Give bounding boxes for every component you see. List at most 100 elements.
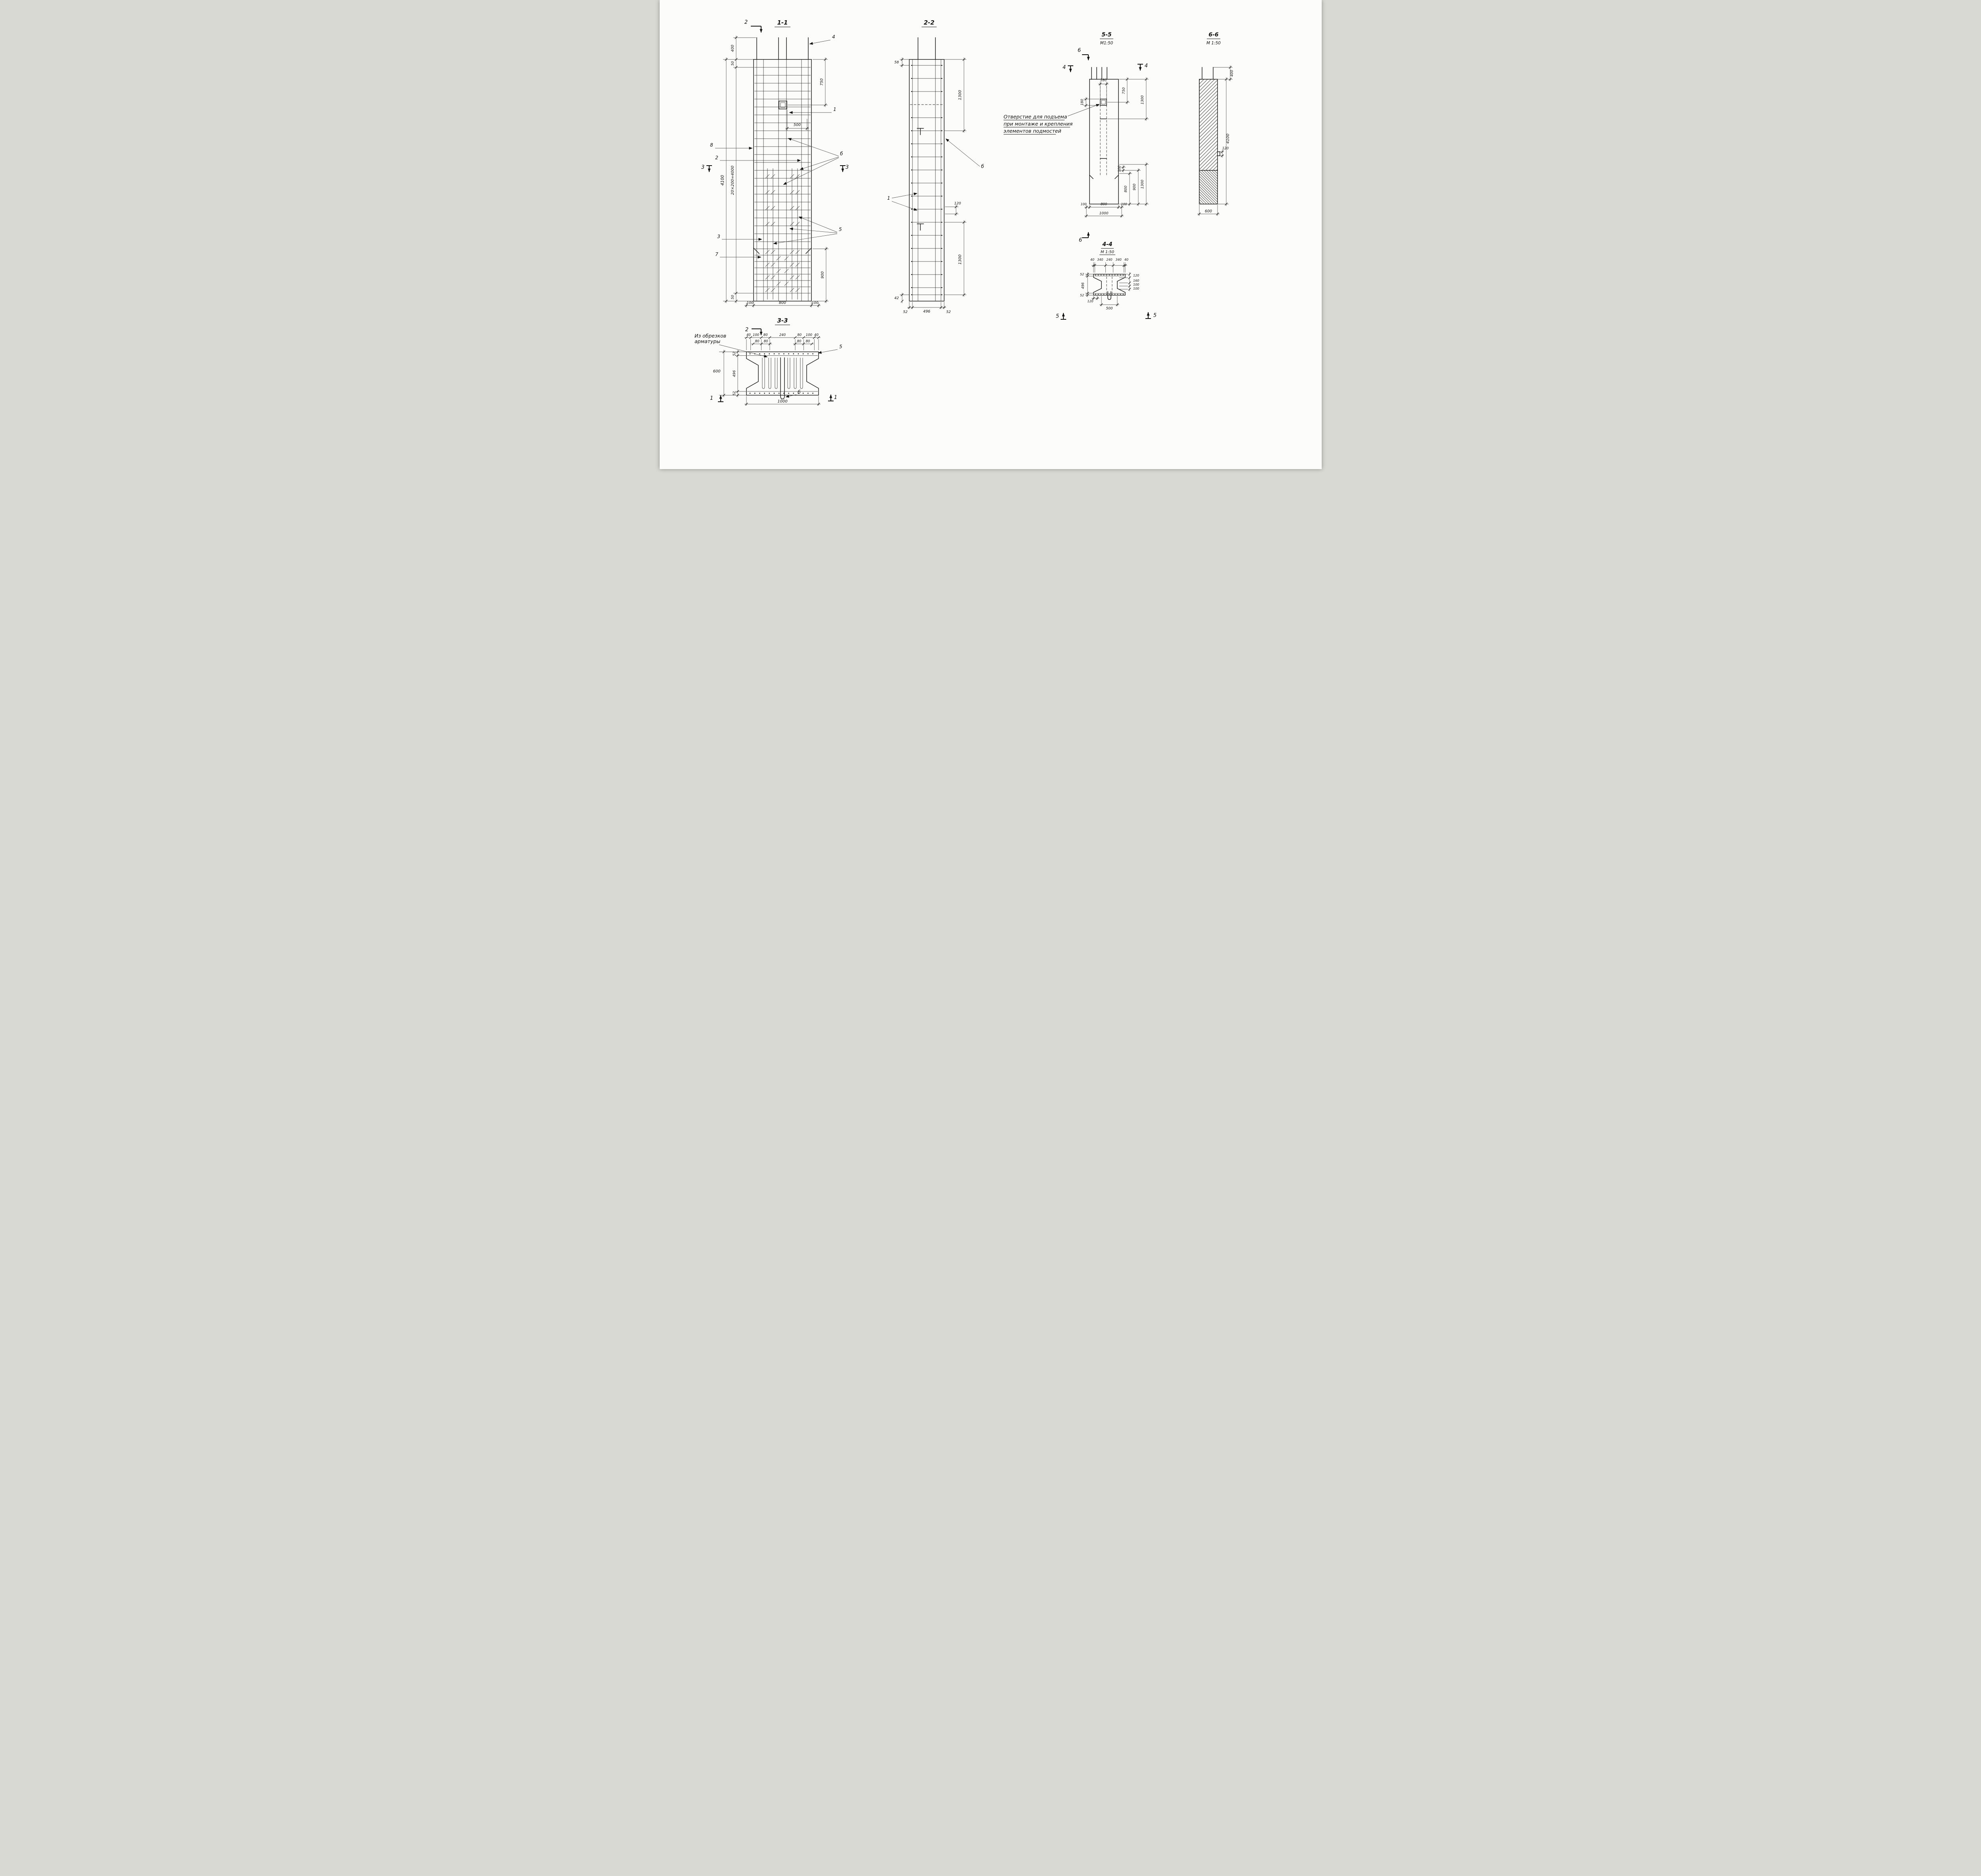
leader-line xyxy=(891,201,917,211)
label-v55-marker_sec6_top: 6 xyxy=(1077,48,1080,53)
cross-mark xyxy=(771,250,775,254)
rebar-dot xyxy=(769,393,770,394)
label-v11-dim_bottom_right: 100 xyxy=(811,301,818,305)
label-v44-dim_flange_bottom: 52 xyxy=(1080,294,1084,297)
dim-tick xyxy=(824,247,828,250)
hatch-line xyxy=(1199,191,1212,204)
rebar-dot xyxy=(802,353,803,355)
rebar-dot xyxy=(911,274,912,275)
label-v66-title: 6-6 xyxy=(1208,32,1219,38)
label-v22-dim_w_right: 52 xyxy=(946,310,951,314)
dim-tick xyxy=(1121,166,1125,169)
rebar-dot xyxy=(1114,294,1115,295)
rebar-dot xyxy=(941,287,942,288)
joint-notch xyxy=(1114,174,1119,179)
label-v11-dim_embed: 900 xyxy=(821,271,825,279)
dim-tick xyxy=(817,336,820,339)
dim-tick xyxy=(1084,97,1088,101)
cross-mark xyxy=(795,250,800,254)
dim-tick xyxy=(734,300,738,303)
dim-tick xyxy=(736,350,739,353)
rebar-dot xyxy=(1100,294,1101,295)
cross-mark xyxy=(784,281,788,286)
label-v66-dim_step: 120 xyxy=(1222,147,1228,151)
rebar-loop xyxy=(794,358,796,389)
rebar-dot xyxy=(749,353,750,355)
label-v55-note_line3: элементов подмостей xyxy=(1004,128,1061,134)
cross-mark xyxy=(765,206,769,210)
dim-tick xyxy=(823,103,827,107)
dim-tick xyxy=(768,342,771,345)
dim-tick xyxy=(810,342,813,345)
label-v11-dim_total: 4100 xyxy=(720,175,725,185)
label-v55-dim_lower: 1300 xyxy=(1141,179,1145,189)
rebar-dot xyxy=(788,393,789,394)
leader-line xyxy=(945,138,980,167)
dim-tick xyxy=(954,212,958,216)
dim-tick xyxy=(1220,154,1224,157)
dim-tick xyxy=(900,300,904,303)
dim-tick xyxy=(749,336,752,339)
hatch-line xyxy=(1199,79,1208,88)
hatch-line xyxy=(1199,119,1218,138)
label-v44-dims_right-2: 100 xyxy=(1133,283,1139,286)
rebar-dot xyxy=(769,353,770,355)
dim-tick xyxy=(805,127,809,130)
leader-line xyxy=(818,349,838,354)
dim-tick xyxy=(736,390,739,393)
lifting-hole-inner xyxy=(1101,100,1105,105)
hatch-line xyxy=(1212,165,1218,170)
cross-mark xyxy=(790,250,794,254)
label-v22-callout_1: 1 xyxy=(887,195,890,201)
dim-tick xyxy=(1216,212,1219,216)
label-v33-marker_sec2: 2 xyxy=(745,327,748,333)
dim-tick xyxy=(1088,206,1091,209)
dim-tick xyxy=(942,306,946,309)
cross-mark xyxy=(795,206,800,210)
dim-tick xyxy=(1105,82,1108,86)
dim-tick xyxy=(1095,297,1099,300)
dim-tick xyxy=(722,350,725,353)
cross-mark xyxy=(765,262,769,267)
leader-line xyxy=(785,394,796,398)
label-v33-dim_flange_top: 52 xyxy=(733,352,737,356)
dim-tick xyxy=(813,336,816,339)
rebar-dot xyxy=(941,274,942,275)
cross-mark xyxy=(784,256,788,261)
label-v11-callout_8: 8 xyxy=(710,142,713,148)
label-v66-dim_top_bar: 400 xyxy=(1230,70,1234,76)
column-outline xyxy=(908,59,945,302)
cross-mark xyxy=(790,206,794,210)
label-v33-dims_top-2: 80 xyxy=(763,333,767,337)
rebar-loop xyxy=(768,358,771,389)
cross-mark xyxy=(771,206,775,210)
label-v55-dim_bottom_mid: 800 xyxy=(1100,202,1107,206)
dim-tick xyxy=(1092,264,1095,267)
rebar-dot xyxy=(788,353,789,355)
rebar-dot xyxy=(793,393,794,394)
rebar-dot xyxy=(759,353,760,355)
dim-tick xyxy=(1084,104,1088,107)
label-v33-callout_5: 5 xyxy=(839,344,842,349)
rebar-dot xyxy=(911,156,912,158)
rebar-dot xyxy=(773,393,775,394)
cross-mark xyxy=(795,262,800,267)
label-v11-dim_cover_bottom: 50 xyxy=(731,295,735,300)
cross-mark xyxy=(765,288,769,292)
rebar-dot xyxy=(911,117,912,118)
rebar-dot xyxy=(911,130,912,132)
rebar-loop xyxy=(775,358,777,389)
label-v44-dims_right-3: 100 xyxy=(1133,287,1139,290)
dim-tick xyxy=(724,58,728,61)
dim-tick xyxy=(785,127,789,130)
dim-tick xyxy=(734,36,738,39)
dim-tick xyxy=(907,306,911,309)
dim-tick xyxy=(900,58,904,61)
label-v33-dims_top-3: 240 xyxy=(779,333,785,337)
dim-tick xyxy=(1128,273,1131,276)
cross-mark xyxy=(765,174,769,179)
dim-tick xyxy=(1125,101,1129,104)
dim-tick xyxy=(1084,206,1088,209)
hatch-line xyxy=(1199,79,1212,92)
